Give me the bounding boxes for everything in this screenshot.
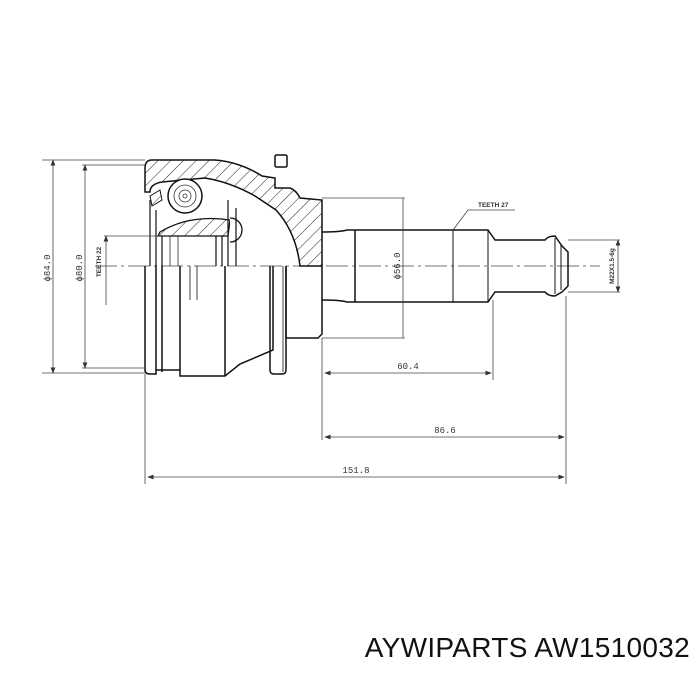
- housing-outline: [144, 266, 323, 377]
- dim-outer-teeth: TEETH 27: [478, 202, 509, 209]
- housing-section: [144, 154, 323, 267]
- dim-seal-diameter: ϕ80.0: [75, 254, 85, 281]
- dimension-lines: [42, 159, 621, 484]
- brand-name: AYWIPARTS: [364, 632, 528, 663]
- part-caption: AYWIPARTS AW1510032: [365, 632, 690, 664]
- dim-inner-teeth: TEETH 22: [96, 246, 103, 277]
- dim-length-shaft: 86.6: [434, 426, 456, 436]
- shaft: [321, 229, 569, 303]
- part-number: AW1510032: [534, 632, 690, 663]
- dim-length-spline: 60.4: [397, 362, 419, 372]
- dim-outer-diameter: ϕ84.0: [43, 254, 53, 281]
- dim-shaft-diameter: ϕ56.0: [393, 252, 403, 279]
- dim-thread: M22X1.5-6g: [609, 248, 616, 284]
- dimension-labels: ϕ84.0 ϕ80.0 TEETH 22 ϕ56.0 TEETH 27 M22X…: [43, 202, 616, 476]
- dim-length-total: 151.8: [342, 466, 369, 476]
